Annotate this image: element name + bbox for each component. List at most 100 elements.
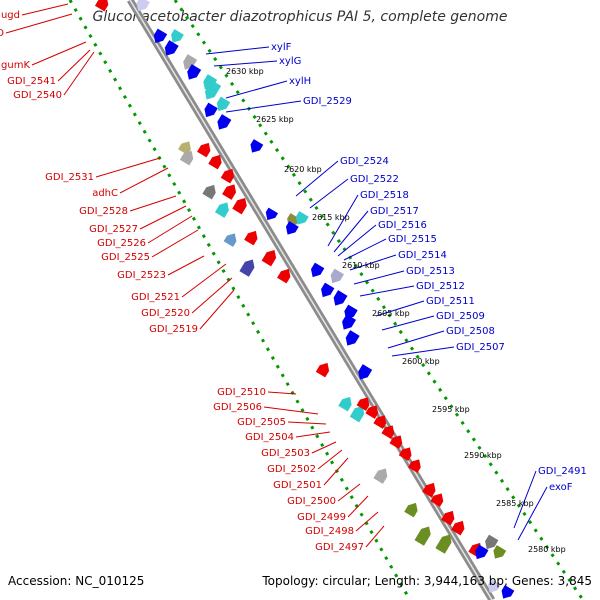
gene-feature-11 (217, 114, 232, 130)
gene-arrow-reverse (373, 468, 388, 484)
gene-label-GDI_2511: GDI_2511 (426, 296, 475, 307)
gene-arrow-reverse (430, 493, 444, 507)
scale-label-2615-kbp: 2615 kbp (312, 213, 350, 222)
gene-label-GDI_2505: GDI_2505 (237, 417, 286, 428)
leader-line-GDI_2522 (309, 178, 349, 209)
gene-feature-38 (315, 362, 330, 378)
gene-feature-55 (414, 526, 431, 546)
gene-label-xylG: xylG (279, 56, 301, 67)
gene-feature-54 (451, 520, 465, 536)
leader-line-GDI_2524 (295, 160, 339, 197)
gene-label-GDI_2520: GDI_2520 (141, 308, 190, 319)
leader-line-ugd (21, 3, 69, 16)
gene-arrow-reverse (220, 168, 235, 184)
gene-feature-4 (164, 40, 179, 56)
leader-line-GDI_2541 (57, 49, 91, 82)
leader-line-GDI_2519 (199, 289, 235, 330)
gene-feature-24 (295, 211, 309, 225)
gene-arrow-forward (153, 28, 168, 44)
leader-line-GDI_2520 (191, 277, 233, 314)
gene-feature-56 (435, 534, 452, 554)
gene-feature-45 (381, 425, 395, 439)
gene-feature-53 (441, 510, 455, 526)
gene-arrow-reverse (94, 0, 109, 12)
gene-feature-46 (389, 435, 403, 449)
gene-arrow-reverse (202, 184, 216, 200)
gene-arrow-forward (321, 282, 335, 298)
gene-feature-29 (239, 259, 255, 277)
gene-arrow-reverse (315, 362, 330, 378)
leader-line-gumK (31, 41, 87, 66)
leader-line-GDI_2510 (267, 391, 297, 395)
gene-feature-34 (333, 290, 348, 306)
leader-line-GDI_2498 (355, 511, 379, 532)
gene-feature-15 (197, 142, 211, 158)
gene-feature-20 (214, 202, 229, 218)
leader-line-GDI_2497 (365, 525, 385, 548)
gene-label-GDI_2526: GDI_2526 (97, 238, 146, 249)
gene-feature-0 (94, 0, 109, 12)
gene-arrow-reverse (373, 415, 387, 429)
scale-ruler (68, 0, 585, 600)
leader-line-GDI_2516 (337, 224, 377, 257)
gene-feature-31 (311, 262, 325, 278)
gene-arrow-reverse (232, 197, 247, 215)
gene-label-GDI_2541: GDI_2541 (7, 76, 56, 87)
gene-arrow-reverse (435, 534, 452, 554)
gene-feature-12 (250, 139, 264, 153)
leader-line-adhC (119, 167, 169, 194)
gene-feature-49 (373, 468, 388, 484)
leader-line-GDI_2523 (167, 255, 205, 276)
scale-label-2595-kbp: 2595 kbp (432, 405, 470, 414)
scale-label-2585-kbp: 2585 kbp (496, 499, 534, 508)
gene-arrow-forward (358, 364, 373, 380)
scale-label-2605-kbp: 2605 kbp (372, 309, 410, 318)
gene-arrow-forward (203, 74, 218, 90)
leader-line-GDI_2501 (323, 457, 349, 486)
gene-feature-50 (422, 482, 436, 498)
leader-line-xylF (205, 46, 270, 55)
gene-feature-10 (204, 102, 218, 118)
gene-label-GDI_2525: GDI_2525 (101, 252, 150, 263)
gene-arrow-reverse (365, 405, 379, 419)
gene-feature-18 (202, 184, 216, 200)
gene-arrow-reverse (239, 259, 255, 277)
gene-label-GDI_2499: GDI_2499 (297, 512, 346, 523)
leader-line-exoO (5, 13, 73, 34)
gene-feature-43 (365, 405, 379, 419)
leader-line-GDI_2515 (343, 238, 387, 261)
leader-line-GDI_2513 (353, 270, 405, 285)
gene-arrow-reverse (349, 405, 365, 423)
leader-line-GDI_2518 (327, 194, 359, 247)
gene-label-gumK: gumK (1, 60, 30, 71)
gene-arrow-reverse (179, 150, 194, 166)
gene-arrow-reverse (404, 502, 418, 518)
scale-label-2610-kbp: 2610 kbp (342, 261, 380, 270)
leader-line-GDI_2505 (287, 421, 327, 425)
gene-arrow-reverse (261, 249, 277, 267)
gene-label-GDI_2529: GDI_2529 (303, 96, 352, 107)
gene-arrow-forward (333, 290, 348, 306)
gene-arrow-reverse (407, 459, 421, 473)
leader-line-GDI_2517 (333, 210, 369, 253)
gene-arrow-forward (204, 80, 222, 100)
gene-arrow-reverse (389, 435, 403, 449)
gene-feature-42 (356, 397, 370, 411)
gene-feature-52 (404, 502, 418, 518)
leader-line-GDI_2491 (513, 470, 537, 529)
gene-feature-5 (183, 54, 198, 70)
gene-label-GDI_2507: GDI_2507 (456, 342, 505, 353)
gene-feature-27 (244, 230, 258, 246)
gene-arrow-forward (164, 40, 179, 56)
gene-arrow-reverse (277, 268, 291, 284)
gene-feature-37 (345, 330, 360, 346)
gene-arrow-forward (487, 579, 501, 593)
gene-label-GDI_2498: GDI_2498 (305, 526, 354, 537)
gene-label-GDI_2509: GDI_2509 (436, 311, 485, 322)
gene-feature-7 (203, 74, 218, 90)
gene-arrow-reverse (441, 510, 455, 526)
gene-label-GDI_2512: GDI_2512 (416, 281, 465, 292)
leader-line-GDI_2504 (295, 431, 331, 438)
gene-arrow-forward (187, 64, 202, 80)
